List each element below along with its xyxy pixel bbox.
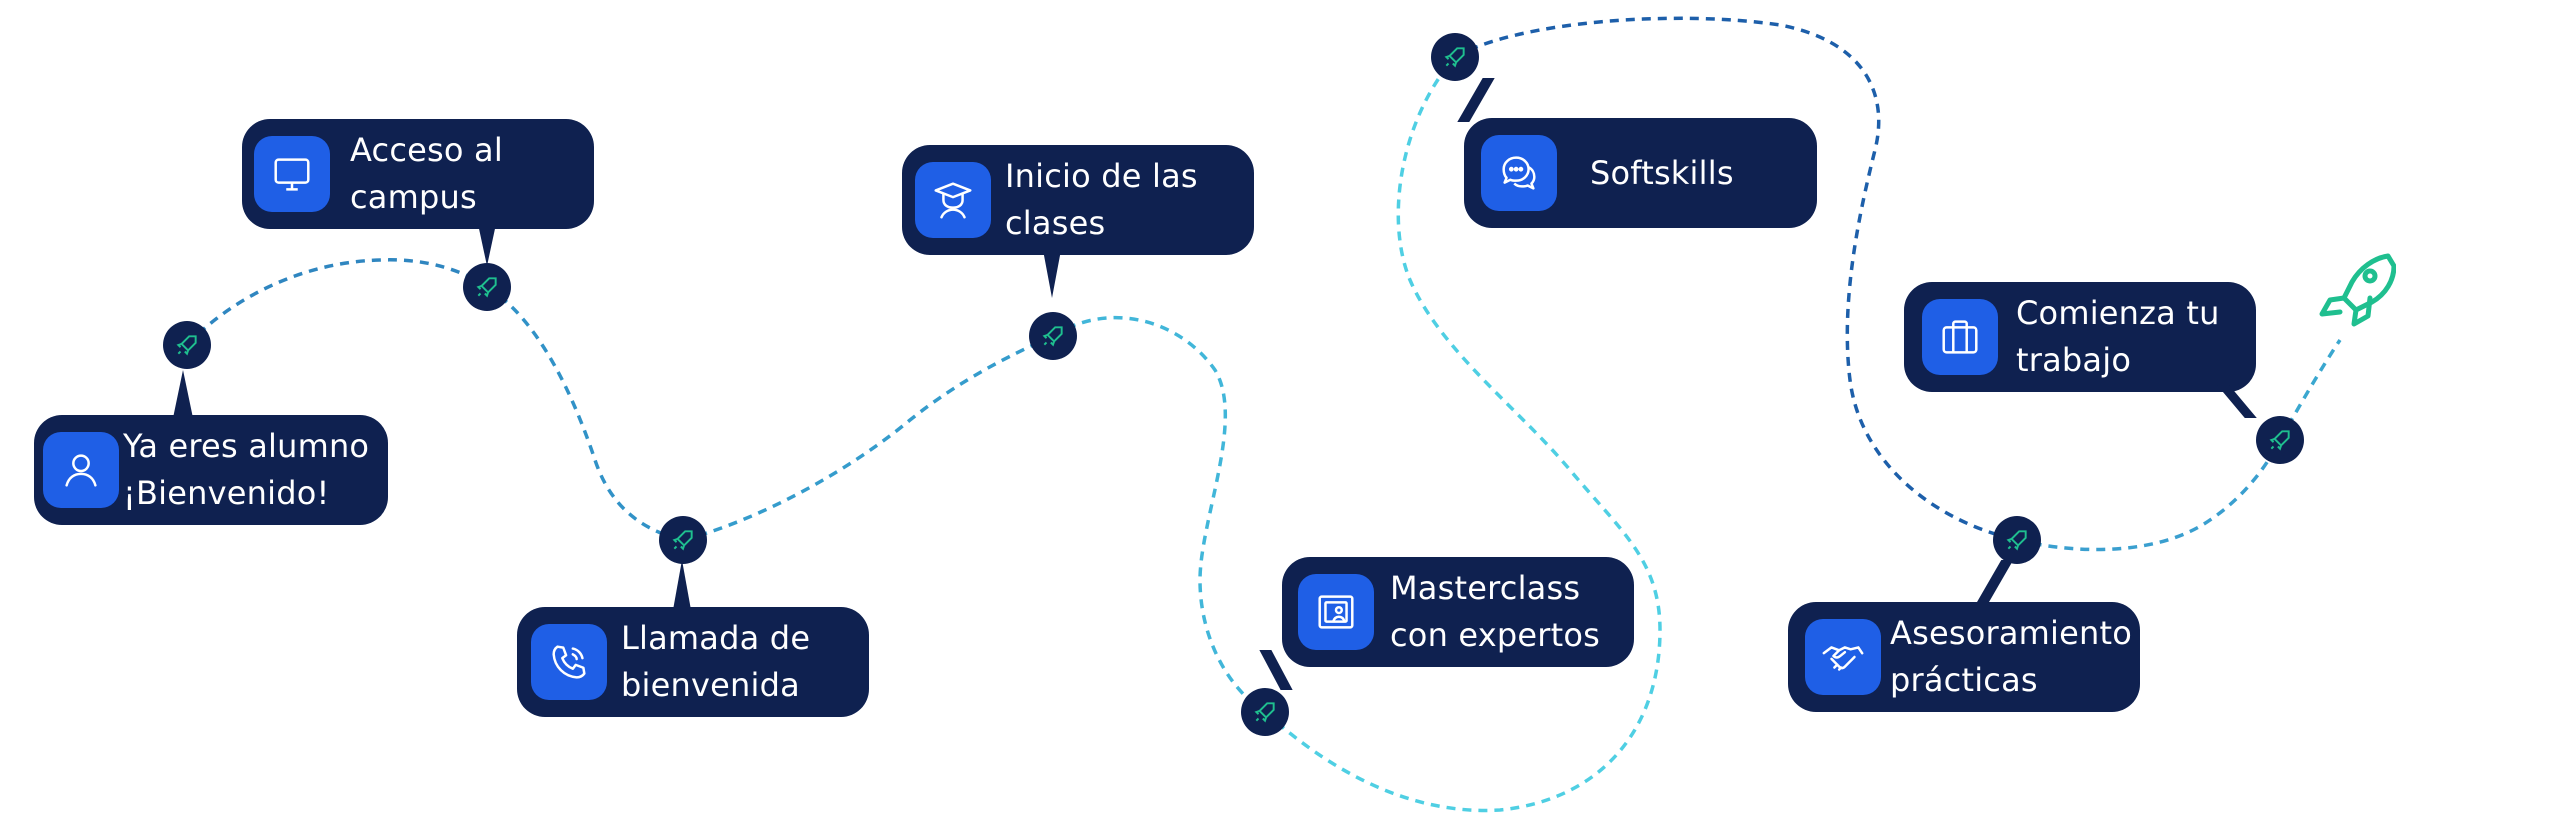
step-label-line1: Softskills bbox=[1590, 153, 1734, 192]
step-label-line2: con expertos bbox=[1390, 616, 1601, 654]
chat-icon bbox=[1481, 135, 1557, 211]
step-label-line2: campus bbox=[350, 178, 477, 216]
step-card-inicio-clases: Inicio de las clases bbox=[902, 145, 1254, 255]
milestone-pin-4 bbox=[1029, 312, 1077, 360]
step-label-line1: Comienza tu bbox=[2016, 294, 2220, 332]
step-label-line1: Masterclass bbox=[1390, 569, 1581, 607]
step-label-line1: Acceso al bbox=[350, 131, 503, 169]
step-card-acceso-campus: Acceso al campus bbox=[242, 119, 594, 229]
milestone-pin-3 bbox=[659, 516, 707, 564]
callout-tail bbox=[1043, 250, 1061, 298]
rocket-icon bbox=[1042, 326, 1063, 347]
rocket-icon bbox=[176, 335, 197, 356]
step-label-line2: bienvenida bbox=[621, 666, 800, 704]
path-segment-7 bbox=[2016, 439, 2282, 552]
step-card-masterclass: Masterclass con expertos bbox=[1282, 557, 1634, 667]
path-segment-1 bbox=[185, 258, 488, 347]
presentation-icon bbox=[1298, 574, 1374, 650]
step-label-line1: Ya eres alumno bbox=[123, 427, 370, 465]
graduate-icon bbox=[915, 162, 991, 238]
step-label-line2: trabajo bbox=[2016, 341, 2132, 379]
step-label-line1: Asesoramiento bbox=[1890, 614, 2133, 652]
rocket-icon bbox=[476, 277, 497, 298]
step-label-line1: Inicio de las bbox=[1005, 157, 1198, 195]
rocket-icon bbox=[2006, 530, 2027, 551]
milestone-pin-2 bbox=[463, 263, 511, 311]
path-segment-5 bbox=[1263, 55, 1662, 813]
path-segment-6 bbox=[1454, 16, 2018, 542]
rocket-icon bbox=[1444, 47, 1465, 68]
path-segment-3 bbox=[682, 334, 1054, 542]
rocket-icon bbox=[1254, 702, 1275, 723]
step-card-llamada-bienvenida: Llamada de bienvenida bbox=[517, 607, 869, 717]
step-label-line1: Llamada de bbox=[621, 619, 811, 657]
rocket-icon bbox=[2319, 253, 2396, 327]
handshake-icon bbox=[1805, 619, 1881, 695]
rocket-icon bbox=[2269, 430, 2290, 451]
milestone-pin-8 bbox=[2256, 416, 2304, 464]
step-card-asesoramiento: Asesoramiento prácticas bbox=[1788, 602, 2140, 712]
milestone-pin-6 bbox=[1431, 33, 1479, 81]
monitor-icon bbox=[254, 136, 330, 212]
user-icon bbox=[43, 432, 119, 508]
step-card-ya-eres-alumno: Ya eres alumno ¡Bienvenido! bbox=[34, 415, 388, 525]
milestone-pin-7 bbox=[1993, 516, 2041, 564]
path-segment-2 bbox=[486, 285, 684, 542]
callout-tail bbox=[478, 224, 496, 266]
step-label-line2: clases bbox=[1005, 204, 1106, 242]
path-segment-4 bbox=[1052, 315, 1266, 714]
step-card-softskills: Softskills bbox=[1464, 118, 1817, 228]
callout-tail bbox=[673, 560, 691, 610]
briefcase-icon bbox=[1922, 299, 1998, 375]
step-label-line2: ¡Bienvenido! bbox=[123, 474, 330, 512]
step-label-line2: prácticas bbox=[1890, 661, 2038, 699]
step-card-comienza-trabajo: Comienza tu trabajo bbox=[1904, 282, 2256, 392]
phone-icon bbox=[531, 624, 607, 700]
path-segment-8 bbox=[2278, 339, 2342, 441]
callout-tail bbox=[173, 370, 193, 418]
milestone-pin-5 bbox=[1241, 688, 1289, 736]
milestone-pin-1 bbox=[163, 321, 211, 369]
rocket-icon bbox=[672, 530, 693, 551]
